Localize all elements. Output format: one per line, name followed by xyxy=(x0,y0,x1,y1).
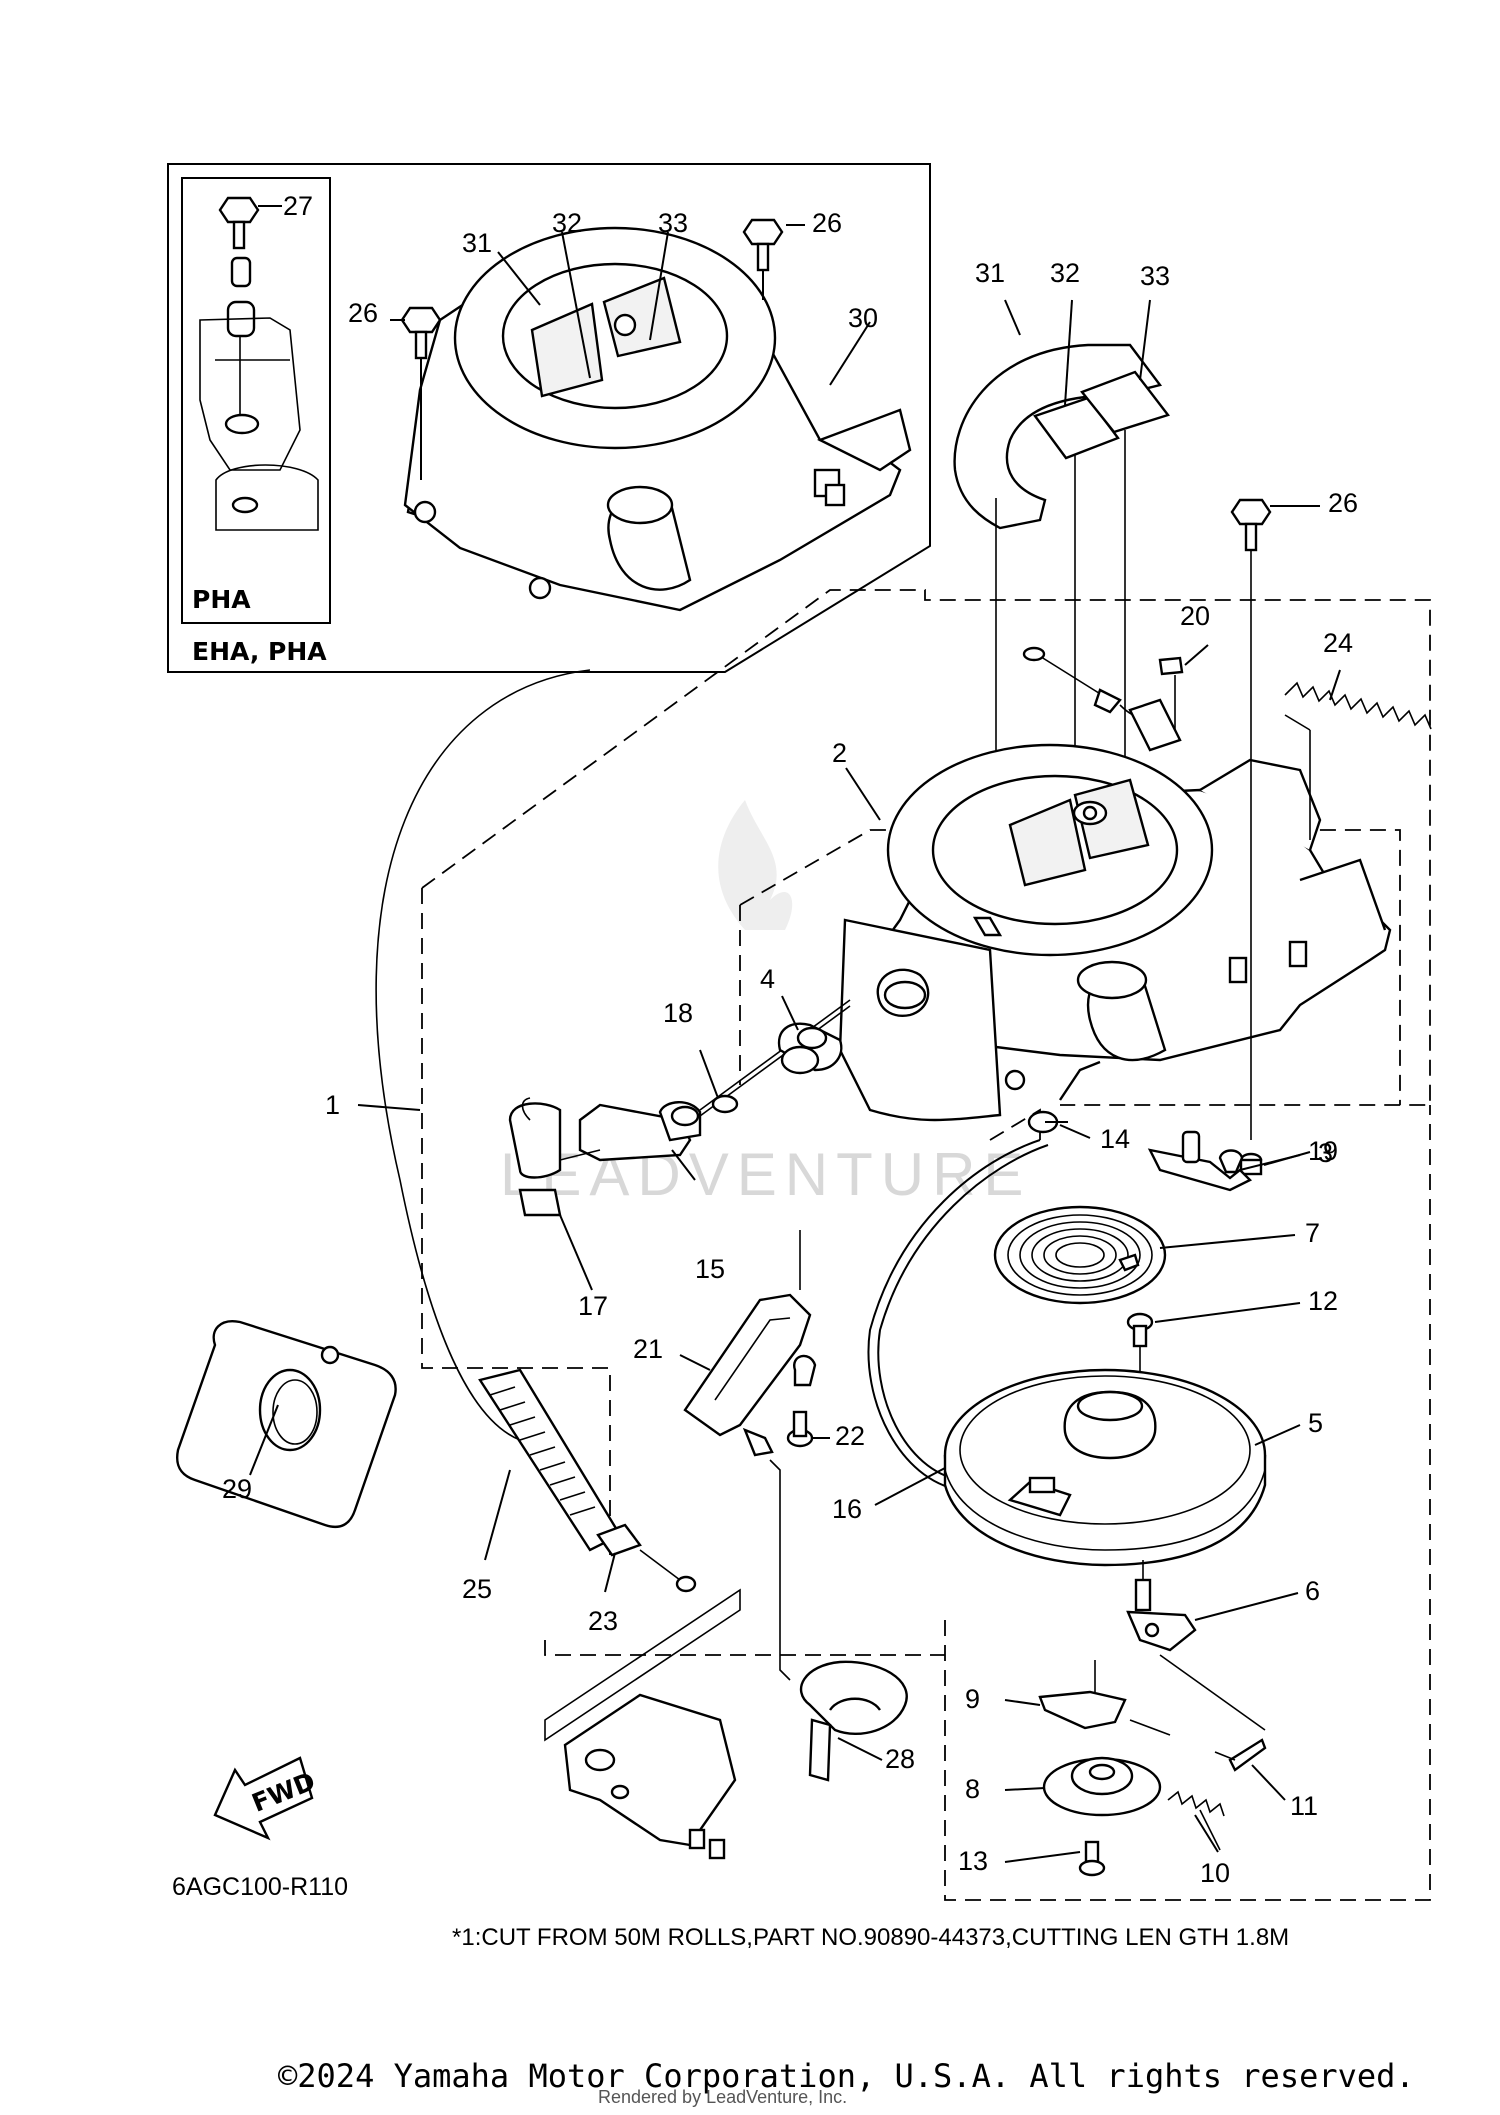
decal-set-icon xyxy=(953,343,1170,880)
inset-bolt-26-left-icon xyxy=(400,306,442,480)
callout-10: 10 xyxy=(1200,1858,1230,1888)
callout-14: 14 xyxy=(1100,1124,1130,1154)
callout-2: 2 xyxy=(832,738,847,768)
callout-25: 25 xyxy=(462,1574,492,1604)
link-rod-20-icon xyxy=(1022,646,1184,752)
inset-grommet-icon xyxy=(226,256,256,420)
callout-32-inset: 32 xyxy=(552,208,582,238)
inset-bolt-26-right-icon xyxy=(742,218,784,300)
callout-1: 1 xyxy=(325,1090,340,1120)
bolt-22-icon xyxy=(786,1410,814,1448)
inset-inner-label: PHA xyxy=(192,585,251,614)
watermark-logo xyxy=(718,800,793,930)
callout-24: 24 xyxy=(1323,628,1353,658)
callout-11: 11 xyxy=(1290,1791,1318,1821)
bracket-21-icon xyxy=(683,1293,817,1457)
callout-21: 21 xyxy=(633,1334,663,1364)
callout-18: 18 xyxy=(663,998,693,1028)
bolt-13-icon xyxy=(1078,1840,1106,1877)
bolt-12-icon xyxy=(1126,1312,1154,1420)
callout-3: 3 xyxy=(1318,1138,1333,1168)
copyright-text: ©2024 Yamaha Motor Corporation, U.S.A. A… xyxy=(278,2057,1415,2095)
bolt-27-icon xyxy=(218,196,282,250)
bolt-26-icon xyxy=(1230,498,1320,1140)
callout-labels: 27 31 32 33 26 26 30 31 32 33 26 20 24 2… xyxy=(222,191,1358,1888)
inset-bracket-icon xyxy=(199,317,319,531)
callout-31-main: 31 xyxy=(975,258,1005,288)
callout-22: 22 xyxy=(835,1421,865,1451)
callout-30: 30 xyxy=(848,303,878,333)
callout-29: 28 xyxy=(885,1744,915,1774)
callout-19: 19 xyxy=(1308,1136,1338,1166)
footnote-text: *1:CUT FROM 50M ROLLS,PART NO.90890-4437… xyxy=(452,1924,1289,1951)
callout-6: 6 xyxy=(1305,1576,1320,1606)
gasket-28-icon xyxy=(176,1320,397,1529)
bracket-plate-icon xyxy=(544,1588,741,1860)
drive-plate-6-icon xyxy=(1126,1560,1197,1652)
spring-plate-8-icon xyxy=(1042,1756,1162,1817)
callout-7: 7 xyxy=(1305,1218,1320,1248)
recoil-spring-7-icon xyxy=(993,1205,1167,1305)
leader-lines xyxy=(249,224,1341,1863)
callout-23: 23 xyxy=(588,1606,618,1636)
callout-26-inset-right: 26 xyxy=(812,208,842,238)
inset-outer-label: EHA, PHA xyxy=(192,637,327,666)
spring-10-icon xyxy=(1167,1790,1225,1851)
inset-panel: PHA EHA, PHA xyxy=(167,163,931,673)
cable-end-23-icon xyxy=(596,1523,697,1593)
callout-16: 16 xyxy=(832,1494,862,1524)
pulley-5-icon xyxy=(943,1368,1267,1567)
callout-33-inset: 33 xyxy=(658,208,688,238)
callout-5: 5 xyxy=(1308,1408,1323,1438)
starter-cable-icon xyxy=(867,1060,1101,1491)
callout-28: 29 xyxy=(222,1474,252,1504)
pawl-19-icon xyxy=(1147,1130,1253,1192)
callout-27: 27 xyxy=(283,191,313,221)
callout-15: 15 xyxy=(695,1254,725,1284)
inset-recoil-cover-icon xyxy=(403,226,912,612)
guide-wire-icon xyxy=(769,1230,801,1681)
callout-13: 13 xyxy=(958,1846,988,1876)
callout-9: 9 xyxy=(965,1684,980,1714)
hose-29-icon xyxy=(799,1660,908,1782)
cable-clip-17-icon xyxy=(508,1102,601,1217)
rendered-by-text: Rendered by LeadVenture, Inc. xyxy=(598,2087,847,2107)
clip-wire-icon xyxy=(521,1097,531,1121)
callout-12: 12 xyxy=(1308,1286,1338,1316)
friction-plate-9-icon xyxy=(1038,1660,1171,1736)
recoil-housing-icon xyxy=(838,743,1392,1122)
callout-20: 20 xyxy=(1180,601,1210,631)
grommet-4-icon xyxy=(777,1022,843,1075)
callout-4: 4 xyxy=(760,964,775,994)
diagram-ref-code: 6AGC100-R110 xyxy=(172,1873,348,1901)
ferrule-18-icon xyxy=(711,1094,739,1114)
callout-26-inset-left: 26 xyxy=(348,298,378,328)
cap-3-icon xyxy=(1239,1152,1263,1176)
spring-24-icon xyxy=(1284,681,1432,840)
callout-31-inset: 31 xyxy=(462,228,492,258)
callout-32-main: 32 xyxy=(1050,258,1080,288)
handle-15-icon xyxy=(578,1101,702,1162)
fwd-arrow-icon: FWD xyxy=(213,1756,319,1841)
callout-17: 17 xyxy=(578,1291,608,1321)
pin-11-icon xyxy=(1159,1654,1267,1772)
callout-8: 8 xyxy=(965,1774,980,1804)
callout-26-main: 26 xyxy=(1328,488,1358,518)
callout-33-main: 33 xyxy=(1140,261,1170,291)
